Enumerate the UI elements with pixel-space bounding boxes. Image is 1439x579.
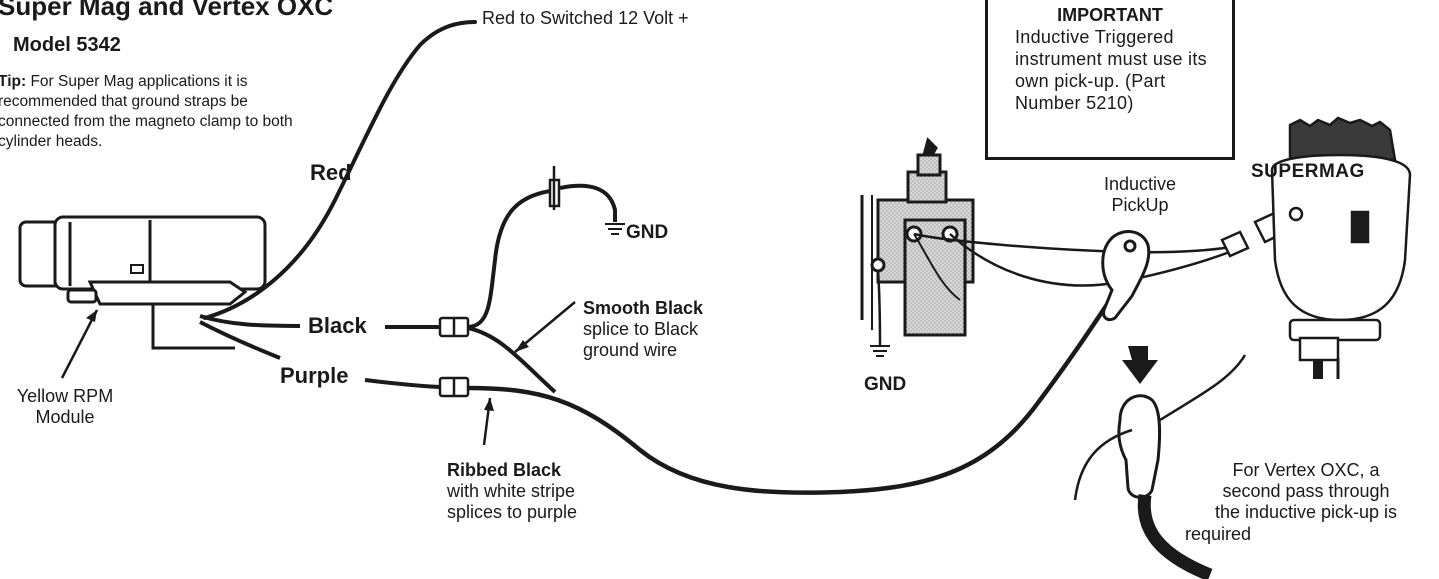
inductive-pickup-clamp [1101,230,1151,322]
label-supermag: SUPERMAG [1251,161,1365,182]
tip-body: For Super Mag applications it is recomme… [0,73,293,151]
smooth-black-pointer-head [515,340,529,352]
supermag-magneto [1270,116,1412,379]
second-pass-arrow [1122,346,1158,384]
ground-wire-top [559,183,617,222]
ground-symbol-top [605,223,625,235]
second-pass-lead [1073,428,1133,501]
smooth-black-to-ribbed [467,326,557,394]
important-heading: IMPORTANT [1057,5,1163,25]
label-smooth-black: Smooth Black splice to Black ground wire [583,298,703,362]
ribbed-black-wire [467,298,1112,495]
label-vertex-line2: second pass through [1222,481,1390,502]
label-smooth-black-line3: ground wire [583,340,678,361]
label-vertex-line1: For Vertex OXC, a [1232,460,1380,480]
label-inductive-line2: PickUp [1111,195,1169,216]
purple-wire-module [199,320,281,360]
second-pass-pickup [1117,394,1162,499]
label-red: Red [310,160,352,185]
label-ribbed-black-line3: splices to purple [447,502,578,523]
label-yellow-rpm: Yellow RPM Module [0,386,135,428]
coil-ground-wire [876,269,882,346]
second-pass-cable-arc [1159,354,1247,422]
important-text: Inductive Triggered instrument must use … [1015,27,1207,113]
label-smooth-black-bold: Smooth Black [583,298,704,318]
red-wire [203,20,477,320]
rpm-module-pointer [60,309,99,379]
label-gnd-top: GND [626,222,669,243]
purple-splice-connector [438,376,470,398]
smooth-black-ground-wire [467,188,557,329]
label-ribbed-black-bold: Ribbed Black [447,460,562,480]
label-vertex-note: For Vertex OXC, a second pass through th… [1175,460,1437,545]
model-number: Model 5342 [13,34,121,56]
label-vertex-line3: the inductive pick-up is [1214,502,1398,523]
label-vertex-line4: required [1185,523,1252,544]
tip-label: Tip: [0,73,27,90]
label-inductive-pickup: Inductive PickUp [1080,174,1200,216]
tip-text: Tip: For Super Mag applications it is re… [0,72,298,153]
ribbed-black-pointer-head [484,398,494,411]
label-yellow-rpm-line2: Module [35,407,95,428]
label-yellow-rpm-line1: Yellow RPM [16,386,114,406]
label-purple: Purple [280,363,349,388]
important-box: IMPORTANT Inductive Triggered instrument… [985,0,1235,160]
label-inductive-line1: Inductive [1103,174,1177,194]
black-wire-module [199,314,301,328]
ground-symbol-bottom [870,345,890,357]
second-pass-cable [1137,494,1213,579]
purple-wire [364,378,441,389]
label-ribbed-black-line2: with white stripe [447,481,576,502]
rpm-module-pointer-head [86,310,97,322]
diagram-title: Super Mag and Vertex OXC [0,0,334,21]
label-red-switched: Red to Switched 12 Volt + [482,8,689,28]
label-gnd-bottom: GND [864,374,907,395]
coil-lead-lower [949,233,1241,287]
label-smooth-black-line2: splice to Black [583,319,699,340]
rpm-module [18,215,267,350]
ground-clip-top [548,166,561,210]
coil-lead-inner [913,233,961,301]
black-splice-connector [438,316,470,338]
label-black: Black [308,313,367,338]
label-ribbed-black: Ribbed Black with white stripe splices t… [447,460,577,524]
